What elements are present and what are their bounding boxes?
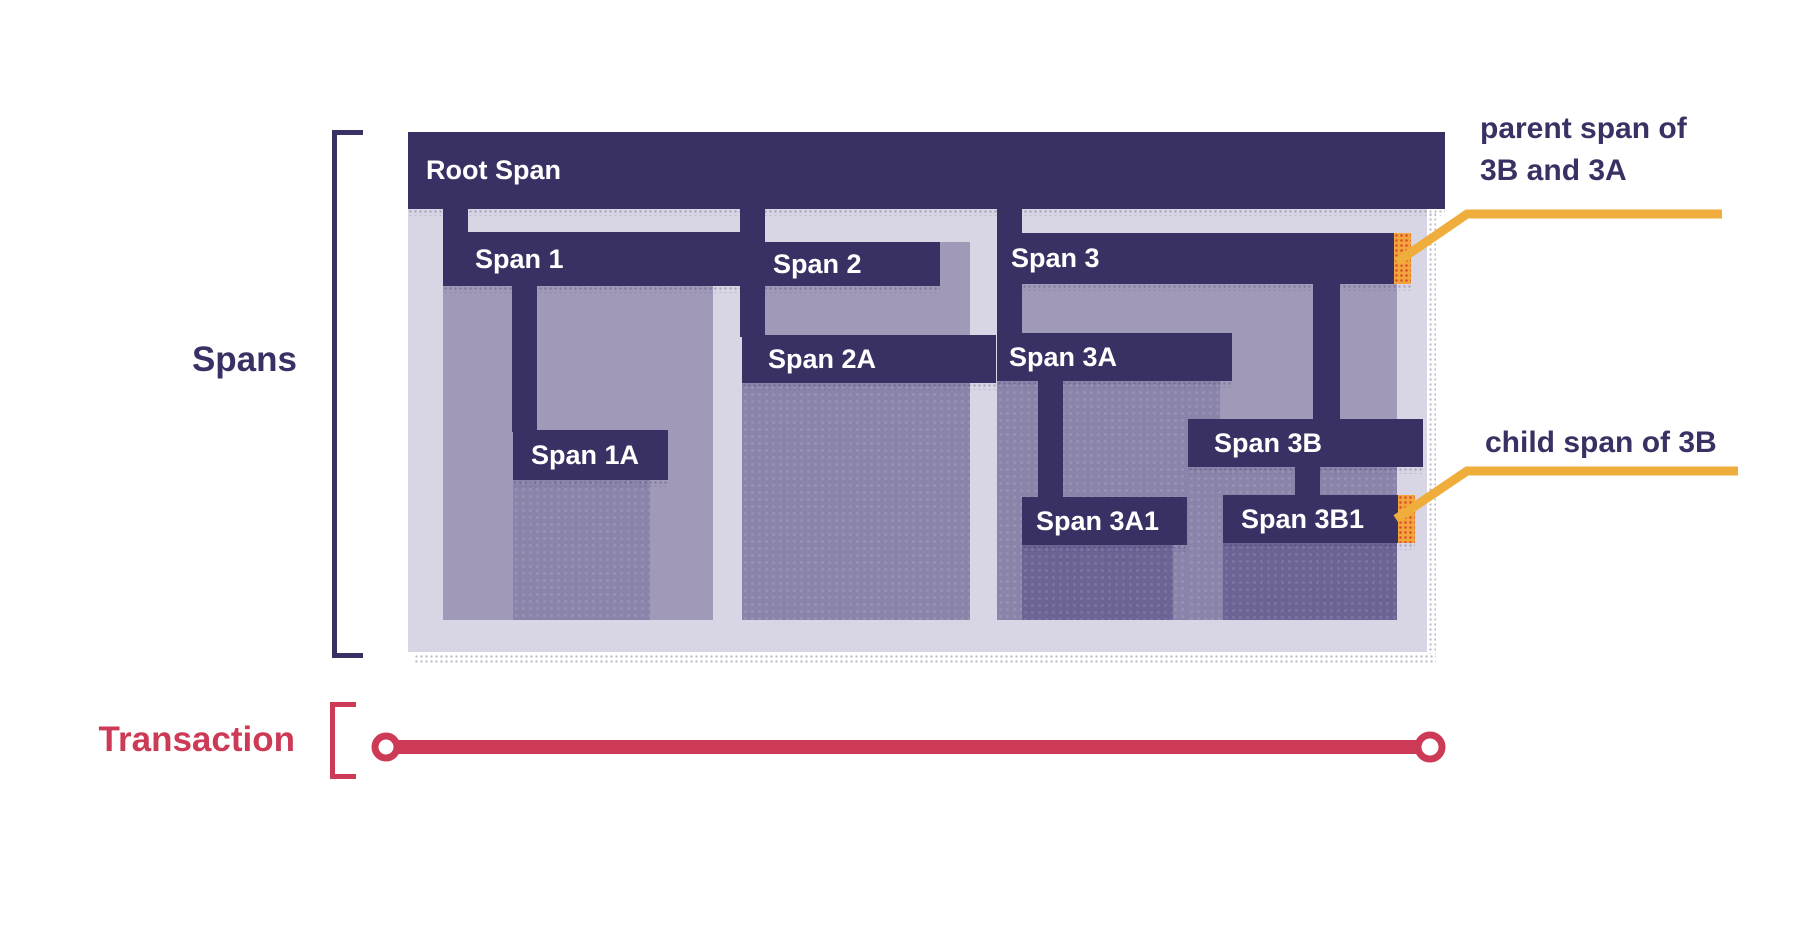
span-3a-label: Span 3A	[1009, 341, 1118, 372]
transaction-axis-label: Transaction	[98, 720, 295, 759]
span-3-bar: Span 3	[997, 233, 1411, 291]
spans-bracket	[332, 130, 363, 658]
span-3a1-bar: Span 3A1	[1022, 497, 1187, 552]
child-span-annotation: child span of 3B	[1485, 426, 1717, 459]
connector-root-span1	[443, 209, 468, 234]
parent-span-annotation-line1: parent span of	[1480, 112, 1687, 145]
span-2-bar: Span 2	[763, 242, 940, 293]
span-3b-label: Span 3B	[1214, 427, 1323, 458]
connector-span1-span1a	[512, 286, 537, 432]
transaction-bracket	[330, 702, 356, 779]
connector-span3b-span3b1	[1295, 465, 1320, 497]
span-3b1-bar: Span 3B1	[1223, 495, 1415, 550]
parent-span-marker	[1394, 233, 1411, 284]
span-2a-label: Span 2A	[768, 343, 877, 374]
panel-shadow-right	[1428, 212, 1436, 654]
parent-span-annotation-line2: 3B and 3A	[1480, 154, 1627, 187]
span-1a-label: Span 1A	[531, 439, 640, 470]
span-1-label: Span 1	[475, 243, 564, 274]
span-3b-bar: Span 3B	[1188, 419, 1423, 474]
timeline-end-endpoint	[1414, 731, 1446, 763]
spans-axis-label: Spans	[191, 340, 297, 379]
span-2a-bar: Span 2A	[742, 335, 996, 390]
connector-span3a-span3a1	[1038, 379, 1063, 499]
root-span-bar: Root Span	[408, 132, 1445, 216]
parent-span-annotation: parent span of 3B and 3A	[1480, 108, 1687, 192]
panel-shadow-bottom	[414, 654, 1436, 664]
root-span-label: Root Span	[426, 155, 561, 185]
parent-span-leader-line	[1394, 209, 1722, 266]
span-2-label: Span 2	[773, 248, 862, 279]
span-3a-bar: Span 3A	[997, 333, 1232, 388]
timeline-start-endpoint	[371, 732, 401, 762]
child-span-marker	[1398, 495, 1415, 543]
span-1a-bar: Span 1A	[513, 430, 668, 487]
connector-span3-span3b	[1313, 284, 1340, 421]
span-1-bar: Span 1	[443, 232, 745, 293]
span-3-label: Span 3	[1011, 243, 1100, 273]
span-3a1-label: Span 3A1	[1036, 505, 1160, 536]
span-3b1-label: Span 3B1	[1241, 503, 1365, 534]
child-span-leader-line	[1393, 466, 1738, 523]
